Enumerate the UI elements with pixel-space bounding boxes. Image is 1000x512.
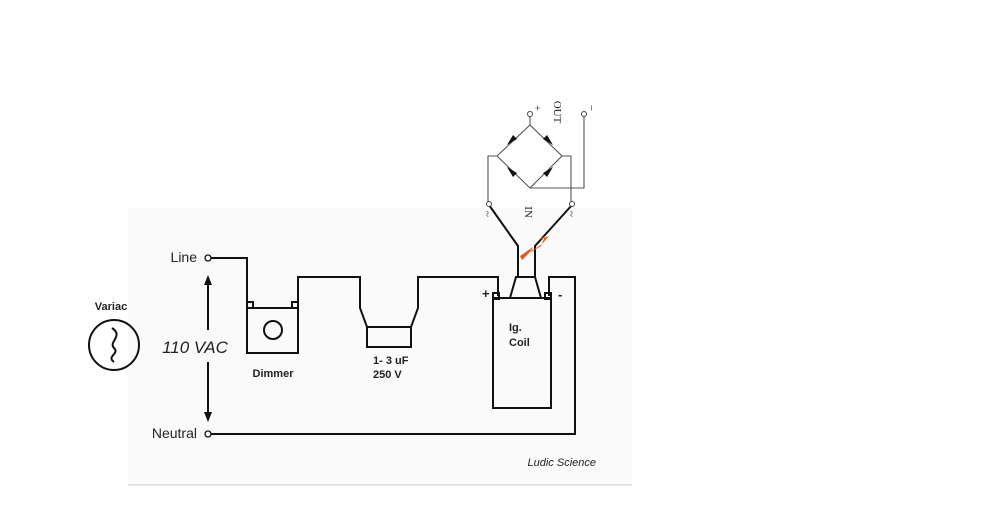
wire-line [211,257,248,308]
coil-label-1: Ig. [509,322,522,334]
neutral-terminal [204,430,212,438]
bridge-rectifier-icon [486,111,587,207]
diode-icon [507,167,517,177]
neutral-label: Neutral [152,425,197,441]
wire-coil-neutral [211,276,576,435]
bridge-out-label: OUT [551,101,563,124]
line-terminal [204,254,212,262]
hv-lead-left [488,204,519,277]
line-label: Line [171,249,198,265]
capacitor-value: 1- 3 uF [373,355,409,367]
ac-right-label: ~ [565,211,577,217]
bridge-plus: + [531,105,543,111]
dimmer-icon [246,301,299,354]
variac-label: Variac [95,301,127,313]
capacitor-icon [366,326,412,348]
coil-label-2: Coil [509,337,530,349]
wire-cap-coil [410,276,499,328]
voltage-label: 110 VAC [162,338,229,357]
bridge-minus: − [585,105,597,111]
bridge-in-label: IN [522,206,534,218]
voltage-arrow [204,275,212,422]
variac-icon [88,319,140,371]
dimmer-label: Dimmer [253,368,295,380]
diode-icon [507,135,517,145]
capacitor-voltage: 250 V [373,369,402,381]
ignition-coil-icon [492,276,552,409]
hv-lead-right [534,204,573,277]
diode-icon [543,135,553,145]
coil-minus: - [558,287,562,302]
diode-icon [543,167,553,177]
credit-label: Ludic Science [528,457,597,469]
coil-plus: + [482,286,490,301]
ac-left-label: ~ [481,211,493,217]
spark-icon [520,236,549,260]
wire-dimmer-cap [297,276,368,328]
